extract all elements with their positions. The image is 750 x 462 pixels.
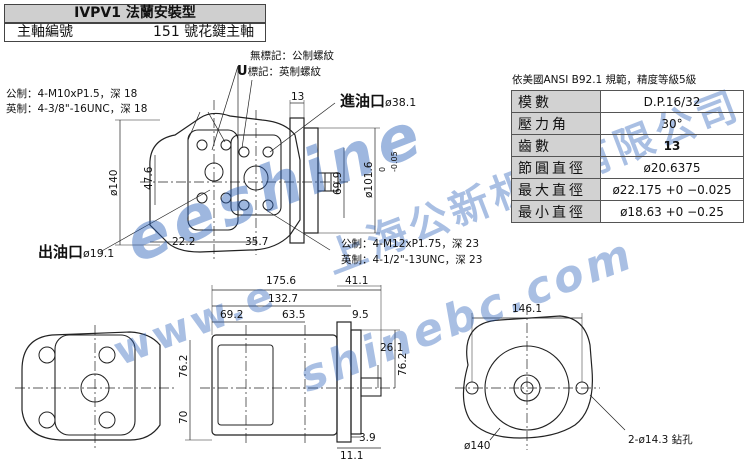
legend-u-letter: U	[237, 64, 248, 79]
dim-41-1: 41.1	[345, 275, 369, 287]
note-metric-bottom: 公制：4-M12xP1.75，深 23	[341, 238, 480, 250]
inlet-size: ø38.1	[385, 96, 417, 109]
dim-13: 13	[291, 91, 305, 103]
spec-caption: 依美國ANSI B92.1 規範，精度等級5級	[512, 74, 697, 86]
dim-140: ø140	[108, 169, 120, 196]
dim-101-6: ø101.6	[363, 161, 375, 198]
top-view	[99, 65, 380, 260]
outlet-size: ø19.1	[83, 247, 115, 260]
spec-label: 齒數	[511, 134, 601, 157]
shaft-number-row: 主軸編號 151 號花鍵主軸	[4, 23, 266, 42]
flange-view	[455, 305, 626, 450]
spec-label: 最大直徑	[511, 178, 601, 201]
dim-76-2-right: 76.2	[397, 352, 409, 376]
dim-140-flange: ø140	[464, 440, 491, 452]
legend-u-label: 標記：英制螺紋	[247, 66, 322, 78]
spec-value: 30°	[600, 112, 744, 135]
side-view	[15, 325, 175, 450]
dim-69-2: 69.2	[220, 309, 244, 321]
dim-35-7: 35.7	[245, 236, 269, 248]
spec-value: ø20.6375	[600, 156, 744, 179]
dim-9-5: 9.5	[352, 309, 369, 321]
dim-3-9: 3.9	[359, 432, 376, 444]
outlet-port-label: 出油口ø19.1	[38, 241, 114, 262]
spec-value: D.P.16/32	[600, 90, 744, 113]
inlet-port-label: 進油口ø38.1	[340, 90, 416, 111]
note-imperial-bottom: 英制：4-1/2"-13UNC，深 23	[341, 254, 483, 266]
dim-132-7: 132.7	[268, 293, 299, 305]
spec-value: ø22.175 +0 −0.025	[600, 178, 744, 201]
dim-69-9: 69.9	[332, 171, 344, 195]
dim-146-1: 146.1	[512, 303, 543, 315]
front-view	[185, 285, 400, 449]
dim-76-2-left: 76.2	[178, 354, 190, 378]
spec-value: 13	[600, 134, 744, 157]
dim-101-6-tolerance: 0 -0.05	[378, 151, 399, 172]
legend-metric: 無標記：公制螺紋	[250, 50, 334, 62]
spec-label: 最小直徑	[511, 200, 601, 223]
outlet-title: 出油口	[38, 243, 84, 261]
dim-47-6: 47.6	[143, 166, 155, 190]
dim-holes: 2-ø14.3 鉆孔	[628, 434, 693, 446]
legend-imperial: U標記：英制螺紋	[237, 65, 321, 79]
note-metric-top: 公制：4-M10xP1.5，深 18	[6, 88, 138, 100]
spec-value: ø18.63 +0 −0.25	[600, 200, 744, 223]
model-title: IVPV1 法蘭安裝型	[4, 4, 266, 23]
shaft-label: 主軸編號	[17, 24, 73, 40]
dim-22-2: 22.2	[172, 236, 196, 248]
spec-label: 壓力角	[511, 112, 601, 135]
inlet-title: 進油口	[340, 92, 386, 110]
dim-63-5: 63.5	[282, 309, 306, 321]
dim-26-1: 26.1	[380, 342, 404, 354]
note-imperial-top: 英制：4-3/8"-16UNC，深 18	[6, 103, 148, 115]
shaft-value: 151 號花鍵主軸	[153, 24, 255, 40]
dim-175-6: 175.6	[266, 275, 297, 287]
dim-70: 70	[178, 410, 190, 424]
dim-11-1: 11.1	[340, 450, 364, 462]
spec-label: 節圓直徑	[511, 156, 601, 179]
spec-label: 模數	[511, 90, 601, 113]
